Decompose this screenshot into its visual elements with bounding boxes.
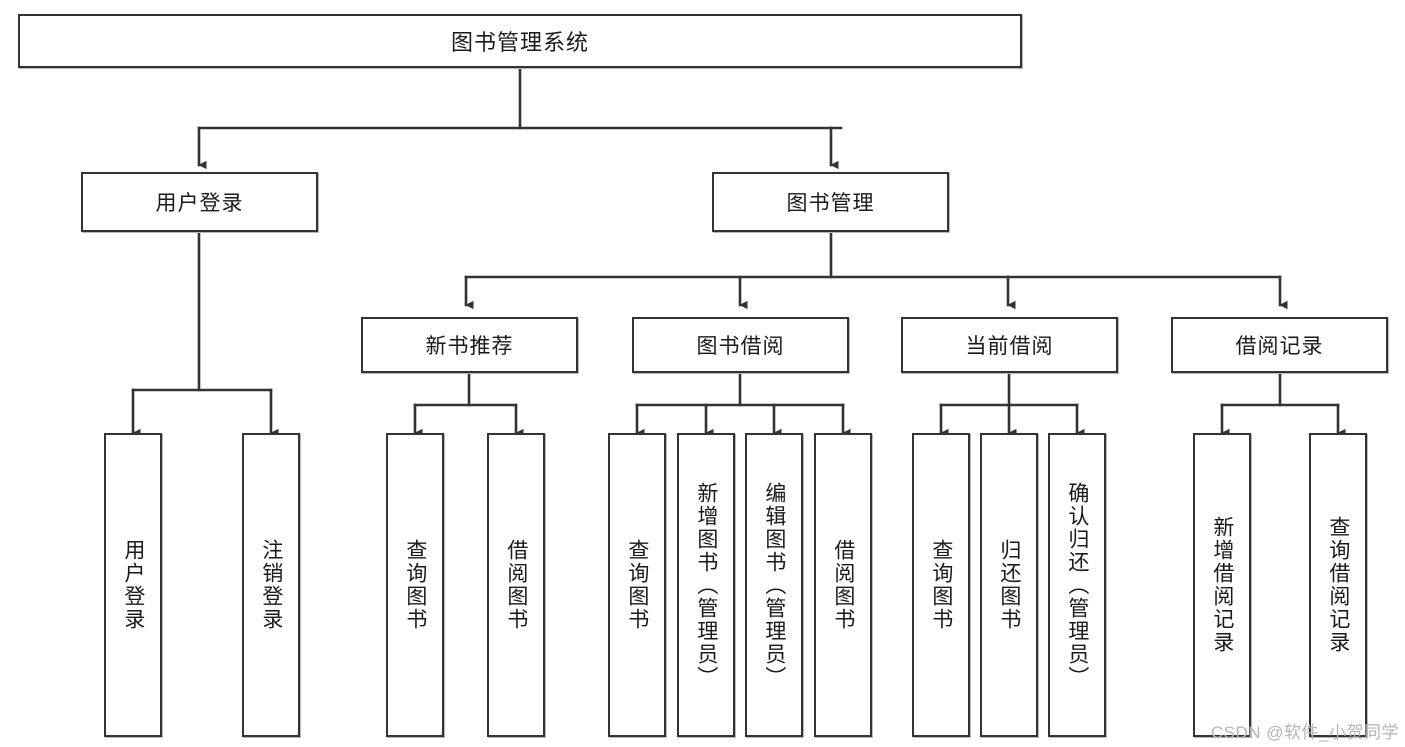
node-leaf-borrow-book-2-label: 借阅图书 [831,539,855,631]
node-root-system[interactable]: 图书管理系统 [18,14,1022,68]
node-user-login-label: 用户登录 [155,192,244,215]
node-leaf-borrow-book-1-label: 借阅图书 [504,539,528,631]
node-borrow-record-label: 借阅记录 [1235,335,1324,358]
node-leaf-user-login-label: 用户登录 [121,539,145,631]
node-leaf-add-book-label: 新增图书（管理员） [694,481,718,689]
node-user-login[interactable]: 用户登录 [81,172,318,232]
node-leaf-return-book-label: 归还图书 [997,539,1021,631]
node-book-borrow-label: 图书借阅 [696,335,785,358]
node-leaf-borrow-book-1[interactable]: 借阅图书 [487,433,545,737]
node-leaf-query-record-label: 查询借阅记录 [1326,516,1350,654]
node-leaf-edit-book[interactable]: 编辑图书（管理员） [745,433,803,737]
watermark-text: CSDN @软件_小贺同学 [1210,723,1399,742]
node-leaf-confirm-return[interactable]: 确认归还（管理员） [1048,433,1106,737]
node-leaf-query-book-1[interactable]: 查询图书 [386,433,444,737]
node-current-borrow[interactable]: 当前借阅 [901,317,1118,373]
node-leaf-logout[interactable]: 注销登录 [242,433,300,737]
node-leaf-query-book-1-label: 查询图书 [403,539,427,631]
node-leaf-query-record[interactable]: 查询借阅记录 [1309,433,1367,737]
node-new-book-rec[interactable]: 新书推荐 [361,317,578,373]
node-book-manage[interactable]: 图书管理 [712,172,949,232]
node-current-borrow-label: 当前借阅 [965,335,1054,358]
node-book-borrow[interactable]: 图书借阅 [632,317,849,373]
node-leaf-query-book-3-label: 查询图书 [929,539,953,631]
node-new-book-rec-label: 新书推荐 [425,335,514,358]
node-leaf-logout-label: 注销登录 [259,539,283,631]
node-leaf-borrow-book-2[interactable]: 借阅图书 [814,433,872,737]
node-book-manage-label: 图书管理 [786,192,875,215]
node-leaf-return-book[interactable]: 归还图书 [980,433,1038,737]
node-leaf-add-book[interactable]: 新增图书（管理员） [677,433,735,737]
node-borrow-record[interactable]: 借阅记录 [1171,317,1388,373]
node-leaf-add-record[interactable]: 新增借阅记录 [1193,433,1251,737]
node-leaf-query-book-3[interactable]: 查询图书 [912,433,970,737]
node-leaf-confirm-return-label: 确认归还（管理员） [1065,481,1089,689]
node-leaf-add-record-label: 新增借阅记录 [1210,516,1234,654]
node-leaf-query-book-2[interactable]: 查询图书 [608,433,666,737]
node-root-label: 图书管理系统 [450,30,589,55]
node-leaf-query-book-2-label: 查询图书 [625,539,649,631]
node-leaf-user-login[interactable]: 用户登录 [104,433,162,737]
node-leaf-edit-book-label: 编辑图书（管理员） [762,481,786,689]
